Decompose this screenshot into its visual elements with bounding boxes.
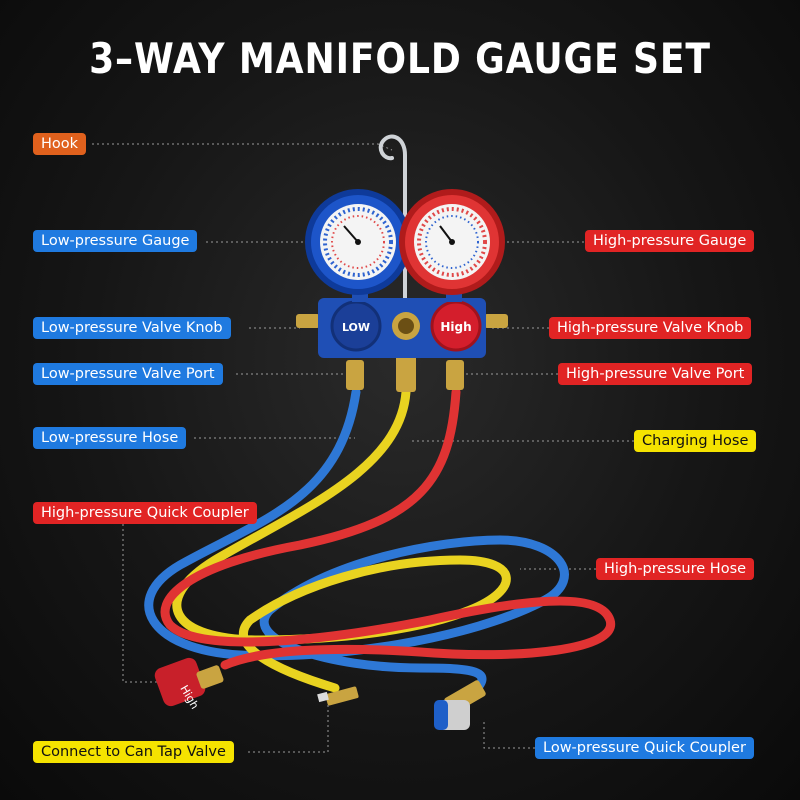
high-knob-text: High xyxy=(440,320,471,334)
label-low-pressure-valve-port: Low-pressure Valve Port xyxy=(33,363,223,385)
low-knob-text: LOW xyxy=(342,321,370,334)
label-high-pressure-quick-coupler: High-pressure Quick Coupler xyxy=(33,502,257,524)
label-charging-hose: Charging Hose xyxy=(634,430,757,452)
label-hook: Hook xyxy=(33,133,87,155)
high-quick-coupler: High xyxy=(154,657,224,711)
low-pressure-gauge xyxy=(305,189,411,302)
hook-wire xyxy=(378,134,407,300)
label-connect-to-can-tap-valve: Connect to Can Tap Valve xyxy=(33,741,234,763)
label-high-pressure-hose: High-pressure Hose xyxy=(596,558,755,580)
red-hose xyxy=(160,387,616,670)
label-low-pressure-hose: Low-pressure Hose xyxy=(33,427,187,449)
high-pressure-gauge xyxy=(399,189,505,302)
label-low-pressure-gauge: Low-pressure Gauge xyxy=(33,230,198,252)
low-quick-coupler xyxy=(434,680,486,730)
label-high-pressure-gauge: High-pressure Gauge xyxy=(585,230,755,252)
blue-hose xyxy=(144,387,569,700)
label-low-pressure-valve-knob: Low-pressure Valve Knob xyxy=(33,317,231,339)
high-valve-knob: High xyxy=(430,300,482,352)
label-high-pressure-valve-knob: High-pressure Valve Knob xyxy=(549,317,752,339)
page-title: 3–WAY MANIFOLD GAUGE SET xyxy=(89,34,711,83)
can-tap-fitting xyxy=(317,686,359,706)
low-valve-knob: LOW xyxy=(330,300,382,352)
label-low-pressure-quick-coupler: Low-pressure Quick Coupler xyxy=(535,737,754,759)
label-high-pressure-valve-port: High-pressure Valve Port xyxy=(558,363,753,385)
